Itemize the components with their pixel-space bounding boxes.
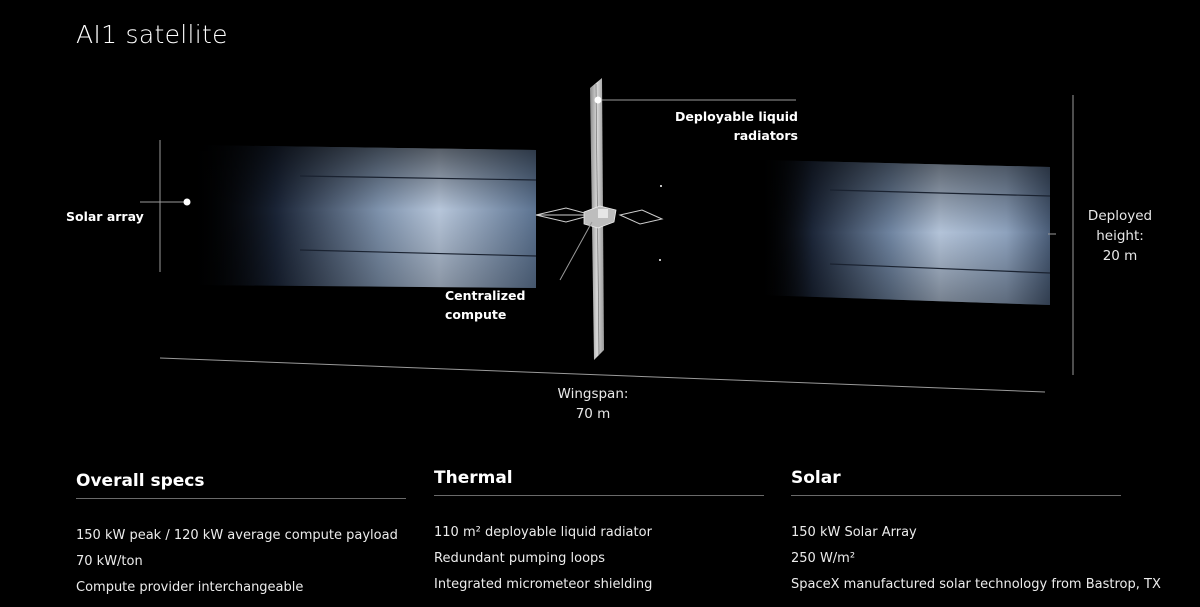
spec-column-overall: Overall specs 150 kW peak / 120 kW avera…	[76, 471, 406, 595]
divider	[76, 498, 406, 499]
spec-item: Compute provider interchangeable	[76, 580, 304, 595]
spec-heading: Overall specs	[76, 471, 205, 491]
spec-item: 150 kW Solar Array	[791, 525, 917, 540]
spec-item: 110 m² deployable liquid radiator	[434, 525, 652, 540]
compute-bus	[583, 205, 617, 229]
right-solar-panel	[760, 160, 1051, 305]
spec-item: SpaceX manufactured solar technology fro…	[791, 577, 1161, 592]
divider	[434, 495, 764, 496]
spec-item: Integrated micrometeor shielding	[434, 577, 653, 592]
spec-item: 250 W/m²	[791, 551, 856, 566]
compute-label-line1: Centralized	[445, 288, 526, 303]
compute-label: Centralized compute	[445, 286, 525, 324]
height-line1: Deployed	[1087, 208, 1153, 224]
divider	[791, 495, 1121, 496]
spec-heading: Thermal	[434, 468, 513, 488]
radiator-marker	[594, 96, 602, 104]
wingspan-line2: 70 m	[575, 406, 611, 422]
height-line2: height:	[1096, 228, 1144, 244]
left-solar-panel	[190, 145, 537, 288]
spec-item: Redundant pumping loops	[434, 551, 606, 566]
radiators-label: Deployable liquid radiators	[640, 107, 798, 145]
spec-heading: Solar	[791, 468, 841, 488]
leader-lines	[140, 95, 1074, 393]
wingspan-label: Wingspan: 70 m	[543, 384, 643, 424]
page-title: AI1 satellite	[76, 20, 228, 49]
radiators-label-line1: Deployable liquid	[675, 109, 798, 124]
wingspan-line1: Wingspan:	[557, 386, 629, 402]
solar-array-label: Solar array	[66, 209, 144, 224]
radiators-label-line2: radiators	[733, 128, 798, 143]
compute-label-line2: compute	[445, 307, 507, 322]
spec-column-thermal: Thermal 110 m² deployable liquid radiato…	[434, 468, 764, 592]
deployed-height-label: Deployed height: 20 m	[1080, 206, 1160, 266]
height-line3: 20 m	[1102, 248, 1138, 264]
solar-array-marker	[183, 198, 191, 206]
spec-column-solar: Solar 150 kW Solar Array 250 W/m² SpaceX…	[791, 468, 1161, 592]
spec-item: 150 kW peak / 120 kW average compute pay…	[76, 528, 398, 543]
spec-item: 70 kW/ton	[76, 554, 143, 569]
